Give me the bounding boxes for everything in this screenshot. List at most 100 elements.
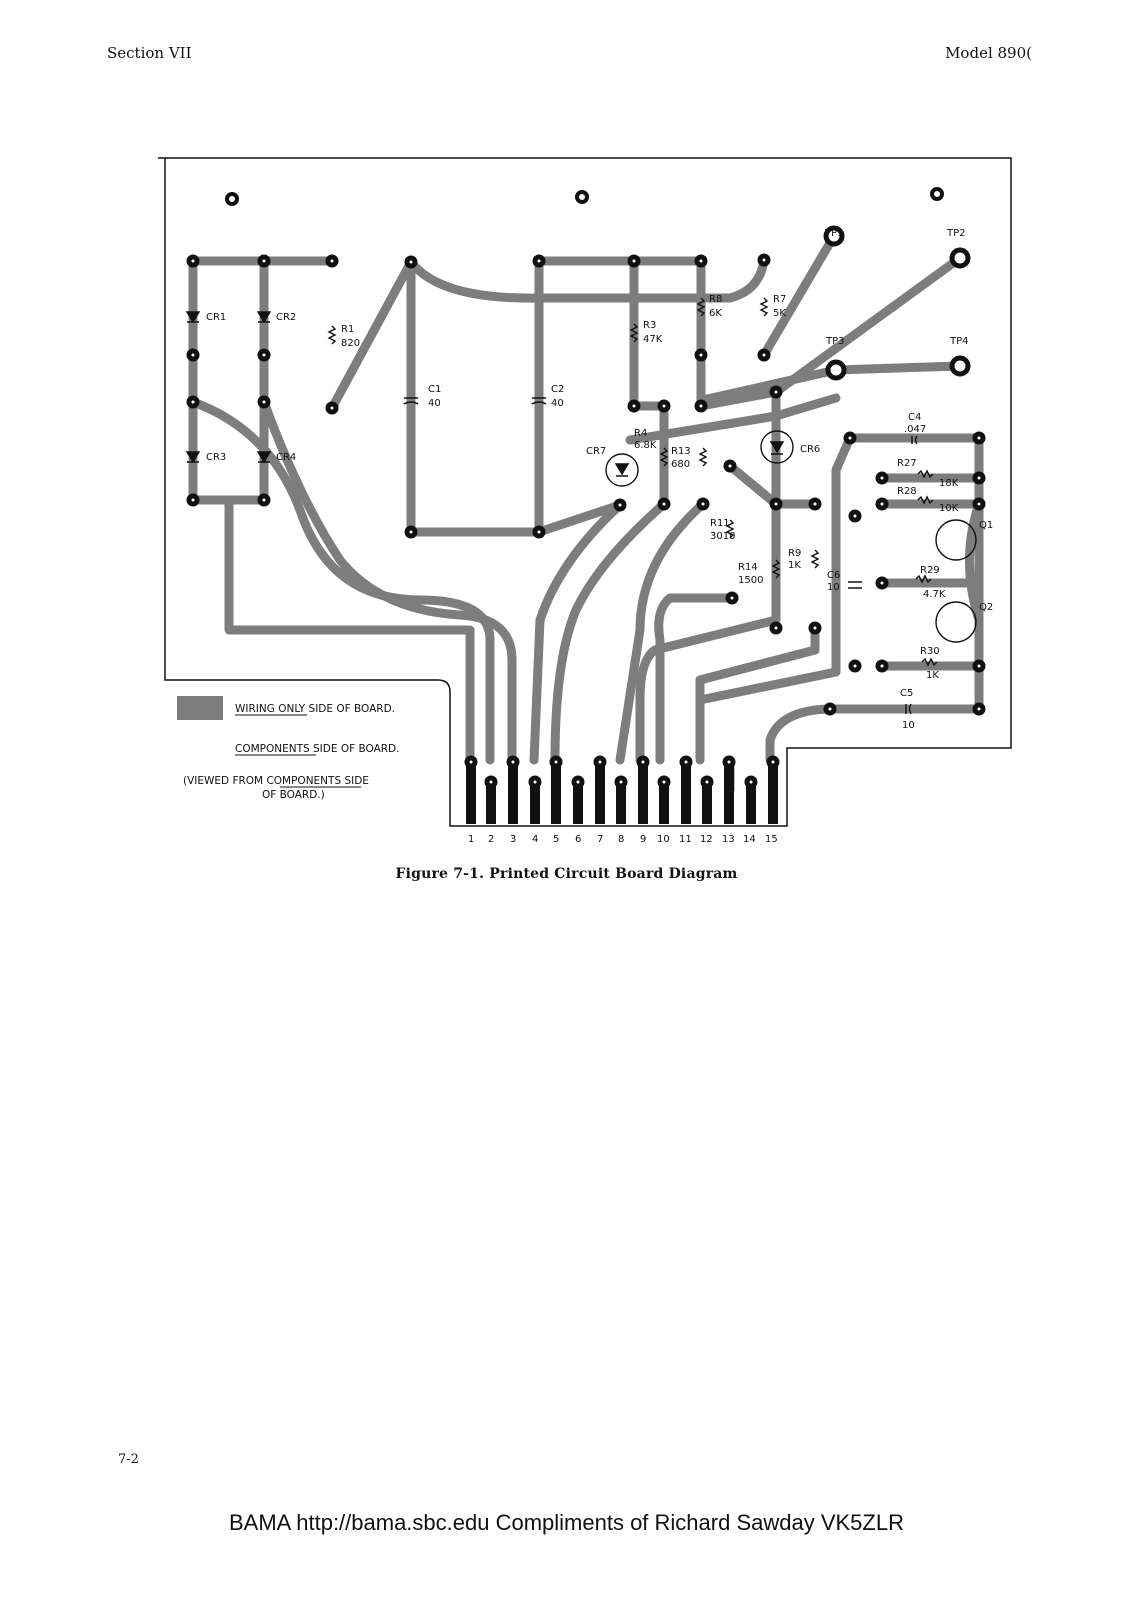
label-r27: R27 — [897, 458, 917, 469]
label-cr6: CR6 — [800, 444, 820, 455]
resistor-r4 — [659, 447, 669, 467]
legend: WIRING ONLY SIDE OF BOARD. COMPONENTS SI… — [177, 696, 399, 801]
pin-label: 1 — [468, 834, 474, 845]
label-tp4: TP4 — [949, 336, 969, 347]
diode-cr4 — [256, 451, 272, 464]
label-r27-value: 18K — [939, 478, 959, 489]
resistor-r9 — [810, 549, 820, 569]
label-r11: R11 — [710, 518, 730, 529]
resistor-r7 — [759, 297, 769, 317]
label-r13: R13 — [671, 446, 691, 457]
label-cr7: CR7 — [586, 446, 606, 457]
pin-label: 4 — [532, 834, 538, 845]
pin-label: 8 — [618, 834, 624, 845]
diode-cr7 — [605, 453, 639, 487]
label-r14: R14 — [738, 562, 758, 573]
label-c2: C2 — [551, 384, 564, 395]
resistor-r27 — [917, 469, 934, 479]
label-r3-value: 47K — [643, 334, 663, 345]
diode-cr6 — [760, 430, 794, 464]
pin-numbers: 1 2 3 4 5 6 7 8 9 10 11 12 13 14 15 — [468, 834, 778, 845]
legend-viewed-line1: (VIEWED FROM COMPONENTS SIDE — [183, 775, 369, 787]
circuit-board-diagram: CR1 CR2 CR3 CR4 R1 820 C1 40 C2 40 R3 47… — [158, 157, 1012, 845]
section-header: Section VII — [107, 44, 192, 62]
label-r30-value: 1K — [926, 670, 939, 681]
resistor-r14 — [771, 559, 781, 579]
capacitor-c2 — [531, 397, 547, 405]
label-r8-value: 6K — [709, 308, 722, 319]
label-c1: C1 — [428, 384, 441, 395]
solder-pads — [186, 225, 986, 716]
connector-pads — [464, 755, 780, 789]
label-c2-value: 40 — [551, 398, 564, 409]
label-c6: C6 — [827, 570, 840, 581]
label-r9-value: 1K — [788, 560, 801, 571]
transistor-q2 — [935, 601, 977, 643]
component-symbols — [185, 297, 977, 715]
resistor-r30 — [921, 657, 938, 667]
model-header: Model 890( — [945, 44, 1032, 62]
label-r7: R7 — [773, 294, 786, 305]
component-labels: CR1 CR2 CR3 CR4 R1 820 C1 40 C2 40 R3 47… — [206, 228, 993, 731]
label-c6-value: 10 — [827, 582, 840, 593]
label-c4-value: .047 — [904, 424, 926, 435]
page-number: 7-2 — [118, 1452, 139, 1467]
resistor-r13 — [698, 447, 708, 467]
diode-cr3 — [185, 451, 201, 464]
pin-label: 15 — [765, 834, 778, 845]
resistor-r1 — [327, 325, 337, 345]
label-r11-value: 3010 — [710, 531, 735, 542]
label-r4: R4 — [634, 428, 647, 439]
pin-label: 7 — [597, 834, 603, 845]
figure-caption: Figure 7-1. Printed Circuit Board Diagra… — [395, 866, 738, 882]
legend-wiring-swatch — [177, 696, 223, 720]
label-r28-value: 10K — [939, 503, 959, 514]
label-tp1: TP1 — [824, 228, 844, 239]
label-r9: R9 — [788, 548, 801, 559]
mounting-holes — [225, 187, 944, 206]
board-outline — [158, 157, 1012, 827]
label-r7-value: 5K — [773, 308, 786, 319]
label-cr2: CR2 — [276, 312, 296, 323]
pin-label: 12 — [700, 834, 713, 845]
label-r14-value: 1500 — [738, 575, 763, 586]
label-q2: Q2 — [979, 602, 993, 613]
pin-label: 14 — [743, 834, 756, 845]
diode-cr1 — [185, 311, 201, 324]
capacitor-c6 — [848, 581, 862, 589]
label-r3: R3 — [643, 320, 656, 331]
label-r1-value: 820 — [341, 338, 360, 349]
label-c1-value: 40 — [428, 398, 441, 409]
resistor-r28 — [917, 495, 934, 505]
capacitor-c5 — [905, 703, 912, 715]
capacitor-c1 — [403, 397, 419, 405]
label-r1: R1 — [341, 324, 354, 335]
pin-label: 5 — [553, 834, 559, 845]
legend-wiring-text: WIRING ONLY SIDE OF BOARD. — [235, 703, 395, 715]
transistor-q1 — [935, 519, 977, 561]
label-r28: R28 — [897, 486, 917, 497]
capacitor-c4 — [911, 435, 918, 445]
label-r8: R8 — [709, 294, 722, 305]
footer-credit: BAMA http://bama.sbc.edu Compliments of … — [229, 1510, 904, 1535]
label-r29: R29 — [920, 565, 940, 576]
label-c5: C5 — [900, 688, 913, 699]
label-c5-value: 10 — [902, 720, 915, 731]
legend-components-text: COMPONENTS SIDE OF BOARD. — [235, 743, 399, 755]
resistor-r11 — [725, 519, 735, 539]
diode-cr2 — [256, 311, 272, 324]
pin-label: 9 — [640, 834, 646, 845]
edge-connector — [466, 760, 778, 824]
legend-viewed-line2: OF BOARD.) — [262, 789, 325, 801]
resistor-r3 — [629, 323, 639, 343]
label-tp2: TP2 — [946, 228, 966, 239]
label-cr3: CR3 — [206, 452, 226, 463]
label-c4: C4 — [908, 412, 921, 423]
label-r4-value: 6.8K — [634, 440, 657, 451]
pin-label: 2 — [488, 834, 494, 845]
label-r30: R30 — [920, 646, 940, 657]
label-r13-value: 680 — [671, 459, 690, 470]
label-q1: Q1 — [979, 520, 993, 531]
resistor-r29 — [915, 574, 932, 584]
pin-label: 11 — [679, 834, 692, 845]
